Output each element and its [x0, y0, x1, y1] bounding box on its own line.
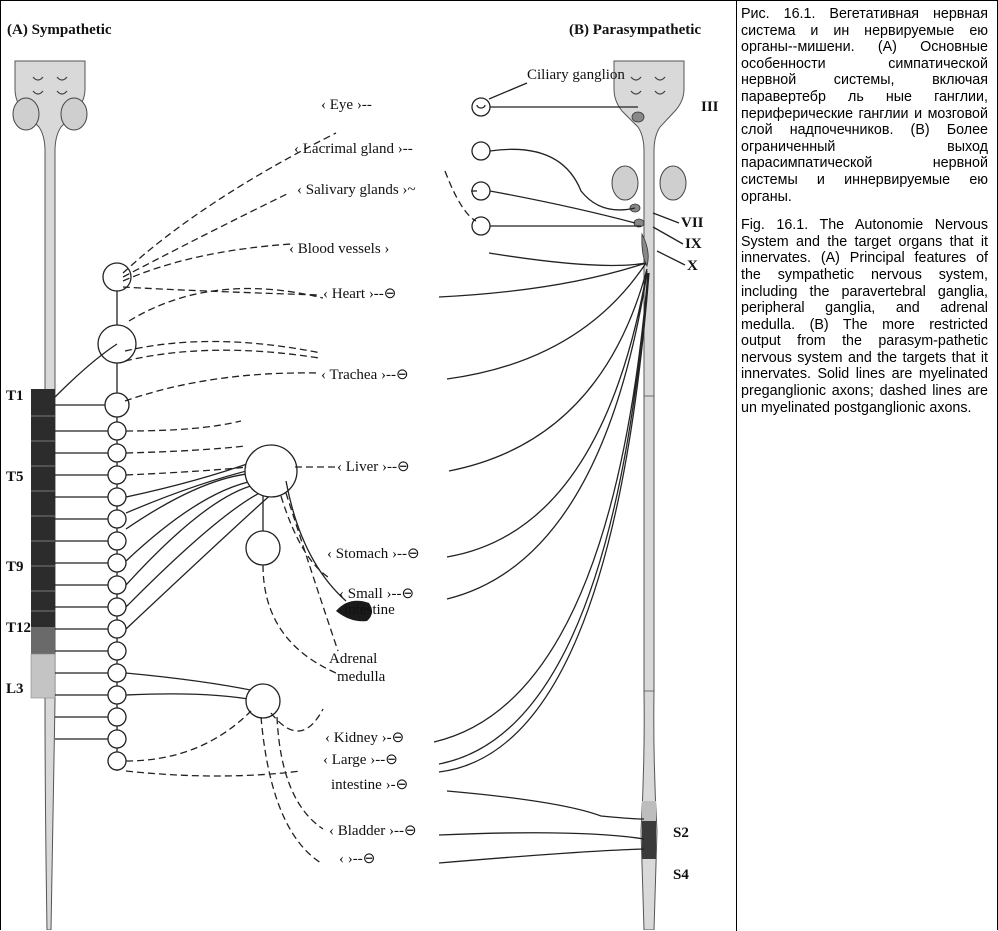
level-s4: S4: [673, 867, 689, 883]
sympathetic-spinal-cord: [13, 61, 87, 930]
adrenal-medulla-label-line1: Adrenal: [329, 651, 377, 667]
level-t9: T9: [6, 559, 24, 575]
cranial-nerve-ix: IX: [685, 236, 702, 252]
parasympathetic-ganglia: [472, 98, 490, 235]
organ-heart: ‹ Heart ›--⊖: [323, 286, 396, 302]
organ-stomach: ‹ Stomach ›--⊖: [327, 546, 420, 562]
organ-large-intestine-line2: intestine ›-⊖: [331, 777, 408, 793]
autonomic-nervous-system-diagram: ‹ Eye ›-- ‹ Lacrimal gland ›-- ‹ Salivar…: [1, 1, 735, 930]
ciliary-ganglion-label: Ciliary ganglion: [527, 67, 625, 83]
organ-small-intestine-line2: intestine: [344, 602, 395, 618]
organ-blood-vessels: ‹ Blood vessels ›: [289, 241, 389, 257]
cranial-nerve-x-pointer: [657, 251, 685, 265]
organ-large-intestine-line1: ‹ Large ›--⊖: [323, 752, 398, 768]
level-t5: T5: [6, 469, 24, 485]
organ-labels: ‹ Eye ›-- ‹ Lacrimal gland ›-- ‹ Salivar…: [289, 97, 420, 867]
caption-russian: Рис. 16.1. Вегетативная нервная система …: [741, 6, 988, 205]
level-l3: L3: [6, 681, 24, 697]
level-s2: S2: [673, 825, 689, 841]
cranial-nerve-ix-pointer: [653, 227, 683, 244]
adrenal-medulla-label-line2: medulla: [337, 669, 386, 685]
organ-bladder: ‹ Bladder ›--⊖: [329, 823, 417, 839]
organ-lacrimal-gland: ‹ Lacrimal gland ›--: [294, 141, 413, 157]
organ-kidney: ‹ Kidney ›-⊖: [325, 730, 404, 746]
cranial-nerve-vii: VII: [681, 215, 704, 231]
header-parasympathetic: (B) Parasympathetic: [569, 22, 701, 38]
header-sympathetic: (A) Sympathetic: [7, 22, 112, 38]
cranial-nerve-iii: III: [701, 99, 719, 115]
figure-caption: Рис. 16.1. Вегетативная нервная система …: [741, 6, 988, 428]
prevertebral-ganglia: [245, 445, 346, 718]
cranial-nerve-x: X: [687, 258, 698, 274]
sympathetic-preganglionic-axons: [55, 344, 275, 739]
ciliary-ganglion-pointer: [489, 83, 527, 99]
organ-unlabeled: ‹ ›--⊖: [339, 851, 375, 867]
cranial-nerve-vii-pointer: [653, 213, 679, 223]
parasympathetic-brainstem-cord: [612, 61, 686, 930]
column-divider: [736, 0, 737, 931]
level-t12: T12: [6, 620, 31, 636]
organ-eye: ‹ Eye ›--: [321, 97, 372, 113]
level-t1: T1: [6, 388, 24, 404]
organ-trachea: ‹ Trachea ›--⊖: [321, 367, 409, 383]
organ-liver: ‹ Liver ›--⊖: [337, 459, 410, 475]
organ-small-intestine-line1: ‹ Small ›--⊖: [339, 586, 414, 602]
parasympathetic-preganglionic-axons: [434, 105, 649, 863]
organ-salivary-glands: ‹ Salivary glands ›~: [297, 182, 416, 198]
caption-english: Fig. 16.1. The Autonomie Nervous System …: [741, 217, 988, 416]
